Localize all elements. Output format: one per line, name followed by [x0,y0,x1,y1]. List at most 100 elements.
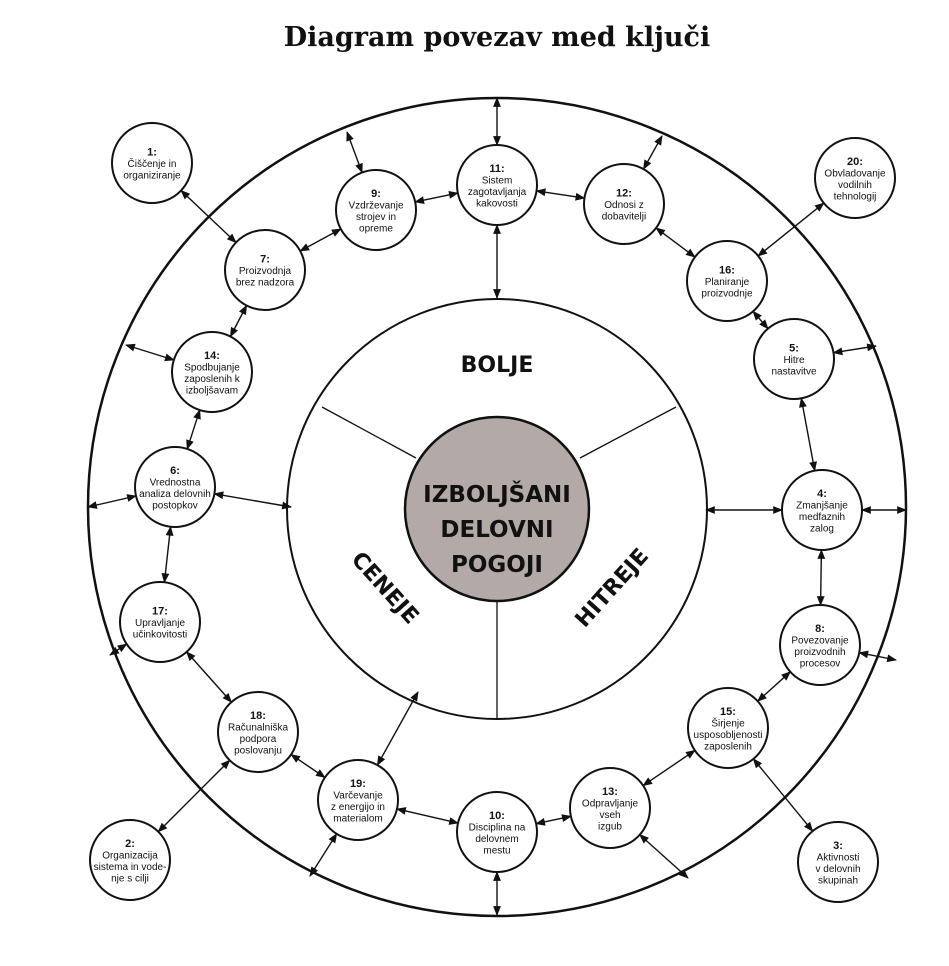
node-label-line: Planiranje [705,277,750,288]
node-number: 18: [250,710,266,722]
link-arrow-8-15 [756,671,792,702]
node-label-line: zagotavljanja [468,187,527,198]
link-arrow-4-8 [816,549,826,606]
node-label-line: organiziranje [123,171,181,182]
diagram-title: Diagram povezav med ključi [283,22,711,53]
node-number: 7: [260,254,270,266]
node-label-line: Sistem [482,175,513,186]
ring-arrow-6-13 [87,494,137,509]
node-circle [456,144,538,226]
node-circle [779,604,861,686]
node-number: 2: [125,838,135,850]
node-label-line: vodilnih [838,180,872,191]
node-number: 5: [789,343,799,355]
node-circle [335,169,417,251]
node-circle [119,581,201,663]
node-number: 8: [815,623,825,635]
node-number: 19: [350,778,366,790]
node-circle [814,137,896,219]
ring-arrow-5-4 [832,343,877,356]
ring-arrow-9-0 [346,131,363,174]
center-line-3: POGOJI [451,552,543,578]
node-number: 1: [147,147,157,159]
node-label-line: materialom [333,813,382,824]
node-label-line: proizvodnje [701,289,753,300]
link-arrow-13-10 [535,814,572,826]
node-label-line: nje s cilji [111,873,149,884]
link-arrow-1-7 [180,189,237,244]
link-arrow-5-4 [799,397,817,472]
node-label-line: proizvodnih [794,647,845,658]
link-arrow-11-12 [535,188,586,201]
node-circle [224,229,306,311]
link-arrow-10-19 [396,807,459,825]
node-number: 3: [833,840,843,852]
node-label-line: zalog [810,523,834,534]
node-label-line: podpora [240,734,277,745]
node-label-line: poslovanju [234,745,282,756]
node-label-line: vseh [599,810,620,821]
link-arrow-9-11 [414,191,459,204]
link-arrow-16-5 [752,310,769,330]
node-circle [687,687,769,769]
node-number: 6: [170,465,180,477]
ring-arrow-19-11 [309,832,338,877]
node-number: 20: [847,156,863,168]
node-circle [171,331,253,413]
node-number: 10: [489,810,505,822]
node-label-line: Širjenje [711,716,745,729]
node-label-line: dobavitelji [602,212,646,223]
node-label-line: Aktivnosti [817,852,860,863]
link-arrow-17-6 [161,525,174,584]
node-number: 4: [817,488,827,500]
node-circle [217,691,299,773]
node-circle [134,446,216,528]
node-label-line: Odnosi z [604,200,643,211]
node-label-line: Obvladovanje [824,168,886,179]
node-label-line: Vrednostna [150,477,201,488]
link-arrow-18-17 [185,651,233,703]
ring-arrow-8-7 [858,650,897,663]
node-number: 11: [489,163,504,175]
node-number: 15: [720,706,736,718]
node-number: 16: [719,265,735,277]
node-label-line: Računalniška [228,722,288,733]
node-label-line: Organizacija [102,850,158,861]
node-label-line: Vzdrževanje [348,200,403,211]
link-arrow-14-7 [229,304,248,338]
node-circle [89,819,171,901]
node-label-line: Zmanjšanje [796,500,848,511]
node-label-line: strojev in [356,212,396,223]
node-label-line: Hitre [783,355,805,366]
sector-label-top: BOLJE [461,353,534,378]
center-line-2: DELOVNI [440,517,553,543]
center-core [403,415,591,603]
node-label-line: Povezovanje [791,635,849,646]
node-label-line: Varčevanje [333,790,383,801]
node-label-line: procesov [800,658,841,669]
node-label-line: Odpravljanje [582,798,639,809]
center-line-1: IZBOLJŠANI [423,480,571,508]
ring-arrow-6-14 [213,491,292,510]
node-label-line: tehnologij [834,191,877,202]
node-label-line: kakovosti [476,198,518,209]
node-number: 17: [152,606,168,618]
node-label-line: zaposlenih k [184,374,241,385]
node-circle [753,318,835,400]
ring-arrow-14-15 [125,343,175,362]
node-label-line: brez nadzora [236,278,295,289]
